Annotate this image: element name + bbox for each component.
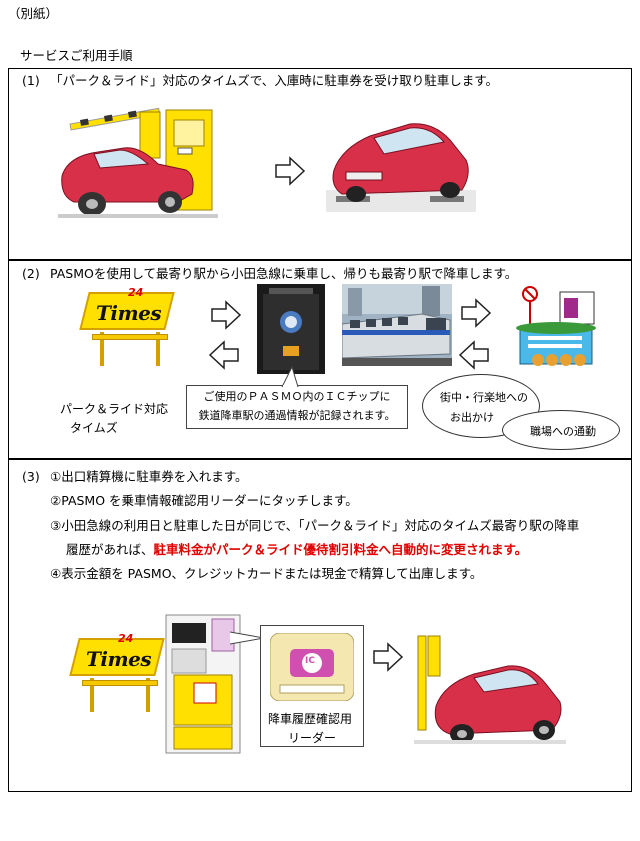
outing-cloud-line2: お出かけ — [450, 411, 494, 424]
reader-caption-line1: 降車履歴確認用 — [268, 712, 353, 726]
departing-car-illustration — [414, 635, 566, 744]
step-3-item3-plain: 履歴があれば、 — [66, 542, 154, 557]
times-sign-logo: Times 24 — [79, 286, 184, 372]
times-logo-text: Times — [96, 301, 162, 325]
arrow-right-icon — [275, 156, 306, 186]
document-label: （別紙） — [8, 6, 59, 21]
arrow-right-icon — [211, 300, 242, 330]
parking-gate-illustration — [58, 107, 218, 218]
callout-pointer — [281, 366, 299, 388]
reader-ic-label: IC — [305, 656, 315, 666]
arrow-left-icon — [208, 340, 239, 370]
step-3-item3-emphasis: 駐車料金がパーク＆ライド優待割引料金へ自動的に変更されます。 — [153, 542, 528, 557]
step-2-number: (2) — [22, 266, 40, 281]
times-label-line1: パーク＆ライド対応 — [60, 402, 169, 416]
payment-machine-illustration — [165, 614, 241, 754]
callout-line1: ご使用のＰＡＳＭＯ内のＩＣチップに — [203, 390, 391, 403]
times-logo-text: Times — [86, 647, 152, 671]
times-24-mark: 24 — [128, 286, 144, 299]
destination-illustration — [516, 286, 596, 366]
page-title: サービスご利用手順 — [20, 48, 133, 63]
step-3-item3-line2: 履歴があれば、駐車料金がパーク＆ライド優待割引料金へ自動的に変更されます。 — [66, 542, 527, 557]
parked-car-illustration — [326, 123, 476, 212]
commute-cloud-text: 職場への通勤 — [530, 425, 596, 438]
step-1-number: (1) — [22, 73, 40, 88]
step-3-item1: ①出口精算機に駐車券を入れます。 — [50, 469, 248, 484]
reader-caption-line2: リーダー — [288, 731, 337, 745]
step-3-item2: ②PASMO を乗車情報確認用リーダーにタッチします。 — [50, 493, 358, 508]
arrow-left-icon — [458, 340, 489, 370]
arrow-right-icon — [461, 298, 492, 328]
ticket-gate-photo — [257, 284, 325, 374]
commute-cloud — [502, 410, 620, 450]
step-3-item3-line1: ③小田急線の利用日と駐車した日が同じで、「パーク＆ライド」対応のタイムズ最寄り駅… — [50, 518, 580, 533]
step-3-item4: ④表示金額を PASMO、クレジットカードまたは現金で精算して出庫します。 — [50, 566, 483, 581]
ic-reader-device — [270, 633, 354, 701]
times-24-mark: 24 — [118, 632, 134, 645]
times-sign-logo: Times 24 — [69, 632, 174, 718]
step-2-text: PASMOを使用して最寄り駅から小田急線に乗車し、帰りも最寄り駅で降車します。 — [50, 266, 518, 281]
times-sign-posts — [100, 332, 160, 366]
times-sign-posts — [90, 678, 150, 712]
ic-chip-callout: ご使用のＰＡＳＭＯ内のＩＣチップに 鉄道降車駅の通過情報が記録されます。 — [186, 385, 408, 429]
arrow-right-icon — [373, 642, 404, 672]
outing-cloud-line1: 街中・行楽地への — [440, 391, 528, 404]
step-1-text: 「パーク＆ライド」対応のタイムズで、入庫時に駐車券を受け取り駐車します。 — [50, 73, 499, 88]
step-3-number: (3) — [22, 469, 40, 484]
times-sign-bar — [82, 680, 158, 686]
callout-line2: 鉄道降車駅の通過情報が記録されます。 — [198, 408, 396, 422]
odakyu-train-photo — [342, 284, 452, 366]
times-label-line2: タイムズ — [70, 421, 118, 435]
times-sign-bar — [92, 334, 168, 340]
